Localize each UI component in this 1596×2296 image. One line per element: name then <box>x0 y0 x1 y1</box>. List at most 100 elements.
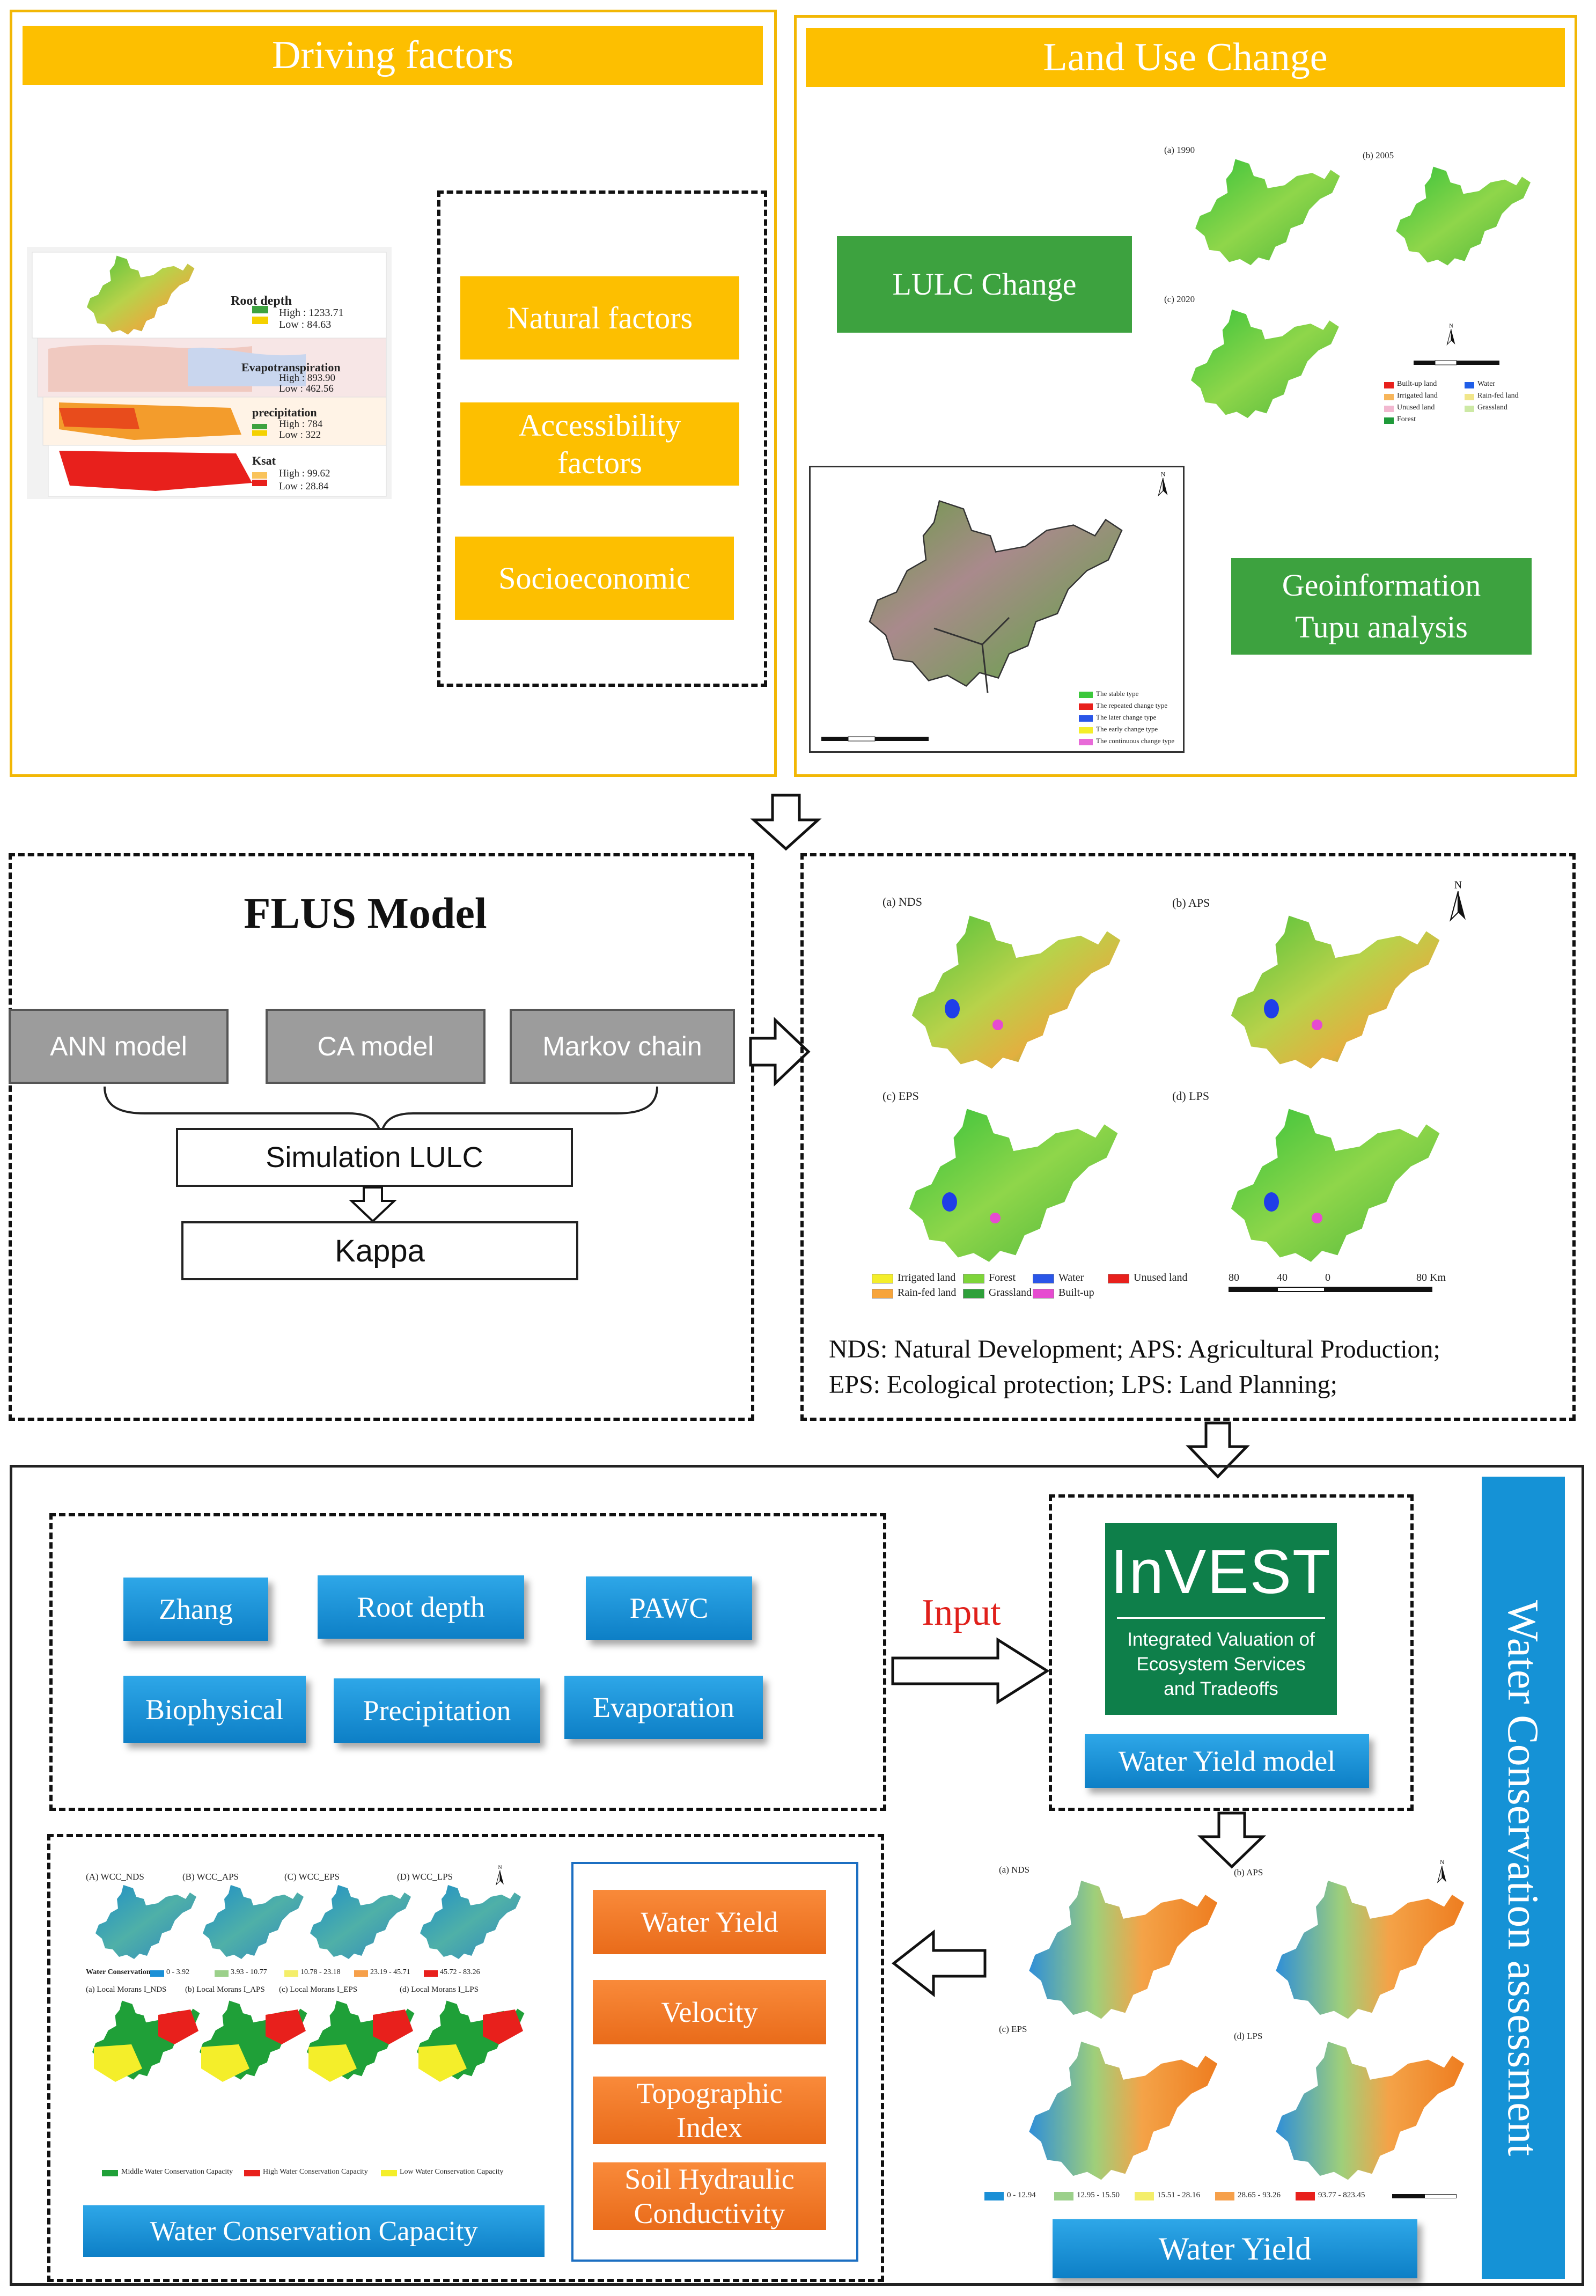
root-depth-map <box>32 252 387 339</box>
moran-label-eps: (c) Local Morans I_EPS <box>279 1985 358 1994</box>
moran-label-nds: (a) Local Morans I_NDS <box>86 1985 167 1994</box>
yield-label-nds: (a) NDS <box>999 1865 1030 1875</box>
factor-topographic-index: Topographic Index <box>593 2077 826 2144</box>
wcc-map-lps <box>420 1885 521 1959</box>
map-year-2020: (c) 2020 <box>1164 294 1195 304</box>
lulc-legend: Built-up land Water Irrigated land Rain-… <box>1384 380 1545 430</box>
ann-model-box: ANN model <box>9 1009 229 1084</box>
et-legend-low: Low : 462.56 <box>279 383 334 394</box>
scenario-label-lps: (d) LPS <box>1172 1089 1210 1103</box>
precip-legend-low: Low : 322 <box>279 429 321 441</box>
land-use-change-title: Land Use Change <box>806 28 1565 87</box>
invest-model-box <box>1049 1494 1414 1811</box>
scenario-caption-line1: NDS: Natural Development; APS: Agricultu… <box>829 1335 1440 1363</box>
invest-logo: InVEST Integrated Valuation of Ecosystem… <box>1105 1523 1337 1715</box>
invest-logo-title: InVEST <box>1110 1537 1332 1607</box>
kappa-box: Kappa <box>181 1221 578 1280</box>
water-conservation-panel <box>10 1465 1584 2286</box>
input-parameters-box <box>49 1513 886 1811</box>
wcc-label-nds: (A) WCC_NDS <box>86 1872 144 1882</box>
north-arrow-icon <box>1446 322 1456 345</box>
scenario-scale-bar: 80 40 0 80 Km <box>1229 1272 1454 1304</box>
scenario-panel <box>800 853 1576 1421</box>
evapotranspiration-map <box>37 338 387 398</box>
map-year-1990: (a) 1990 <box>1164 145 1195 155</box>
root-depth-legend-low: Low : 84.63 <box>279 319 332 331</box>
scenario-map-nds <box>911 915 1121 1069</box>
input-biophysical: Biophysical <box>123 1676 306 1743</box>
invest-logo-subtitle: Integrated Valuation of Ecosystem Servic… <box>1127 1629 1315 1699</box>
precip-legend-title: precipitation <box>252 406 317 419</box>
factor-maps-stack: Root depth High : 1233.71 Low : 84.63 Ev… <box>27 247 392 499</box>
scenario-north-arrow-icon <box>1450 879 1467 921</box>
scenario-label-nds: (a) NDS <box>882 895 922 908</box>
flus-model-panel <box>9 853 754 1421</box>
down-arrow-3-icon <box>1197 1811 1267 1869</box>
yield-legend: 0 - 12.94 12.95 - 15.50 15.51 - 28.16 28… <box>984 2191 1467 2207</box>
down-arrow-2-icon <box>1186 1421 1250 1479</box>
capacity-factors-frame <box>571 1862 858 2262</box>
input-label: Input <box>922 1592 1001 1633</box>
flus-model-title: FLUS Model <box>244 889 487 937</box>
input-right-arrow-icon <box>891 1637 1050 1705</box>
factor-group-box <box>437 190 767 687</box>
lulc-map-1990 <box>1195 159 1340 266</box>
yield-map-nds <box>1029 1880 1218 2019</box>
ksat-legend-title: Ksat <box>252 454 276 467</box>
factor-soil-hydraulic-conductivity: Soil Hydraulic Conductivity <box>593 2162 826 2230</box>
yield-north-arrow-icon <box>1437 1859 1447 1883</box>
moran-legend: Middle Water Conservation Capacity High … <box>102 2168 531 2182</box>
lulc-map-2005 <box>1396 166 1531 266</box>
precip-legend-high: High : 784 <box>279 419 323 430</box>
yield-map-lps <box>1276 2041 1465 2180</box>
et-legend-high: High : 893.90 <box>279 372 336 384</box>
scenario-caption-line2: EPS: Ecological protection; LPS: Land Pl… <box>829 1370 1337 1399</box>
factor-velocity: Velocity <box>593 1980 826 2044</box>
water-conservation-capacity-box: Water Conservation Capacity <box>83 2205 545 2257</box>
moran-label-lps: (d) Local Morans I_LPS <box>400 1985 479 1994</box>
et-legend-title: Evapotranspiration <box>241 361 341 374</box>
left-arrow-icon <box>891 1929 987 1998</box>
driving-factors-panel <box>10 10 777 777</box>
moran-map-eps <box>306 2000 415 2082</box>
moran-map-nds <box>92 2000 200 2082</box>
wcc-label-lps: (D) WCC_LPS <box>397 1872 453 1882</box>
lulc-map-2020 <box>1191 309 1339 419</box>
ca-model-box: CA model <box>266 1009 486 1084</box>
down-arrow-icon <box>750 794 822 851</box>
driving-factors-title: Driving factors <box>23 26 763 85</box>
input-zhang: Zhang <box>123 1578 268 1641</box>
input-pawc: PAWC <box>586 1576 752 1640</box>
socioeconomic-box: Socioeconomic <box>455 537 734 620</box>
flus-down-arrow-icon <box>349 1186 397 1223</box>
map-year-2005: (b) 2005 <box>1363 150 1394 160</box>
scenario-map-aps <box>1231 915 1440 1069</box>
scenario-label-eps: (c) EPS <box>882 1089 919 1103</box>
input-root-depth: Root depth <box>318 1575 524 1639</box>
right-arrow-icon <box>749 1017 811 1087</box>
water-conservation-title-bar <box>1482 1477 1565 2279</box>
scale-bar-icon <box>1414 360 1499 365</box>
yield-label-eps: (c) EPS <box>999 2024 1027 2034</box>
tupu-scale-bar-icon <box>821 736 929 742</box>
tupu-map-frame: The stable type The repeated change type… <box>809 466 1185 753</box>
yield-label-lps: (d) LPS <box>1234 2031 1263 2041</box>
moran-map-lps <box>416 2000 525 2082</box>
yield-label-aps: (b) APS <box>1234 1867 1263 1877</box>
scenario-map-lps <box>1231 1109 1440 1262</box>
yield-map-eps <box>1029 2041 1218 2180</box>
yield-map-aps <box>1276 1880 1465 2019</box>
water-yield-box: Water Yield <box>1053 2219 1417 2278</box>
ksat-map <box>48 445 387 497</box>
wcc-legend: Water Conservation 0 - 3.92 3.93 - 10.77… <box>86 1968 480 1977</box>
moran-map-aps <box>199 2000 307 2082</box>
simulation-lulc-box: Simulation LULC <box>176 1128 573 1187</box>
scenario-legend: Irrigated land Forest Water Unused land … <box>872 1272 1215 1304</box>
input-evaporation: Evaporation <box>564 1676 763 1739</box>
wcc-label-eps: (C) WCC_EPS <box>284 1872 340 1882</box>
water-yield-model-box: Water Yield model <box>1085 1734 1369 1788</box>
input-precipitation: Precipitation <box>334 1678 540 1743</box>
wcc-map-aps <box>203 1885 304 1959</box>
natural-factors-box: Natural factors <box>460 276 739 360</box>
ksat-legend-low: Low : 28.84 <box>279 481 329 492</box>
